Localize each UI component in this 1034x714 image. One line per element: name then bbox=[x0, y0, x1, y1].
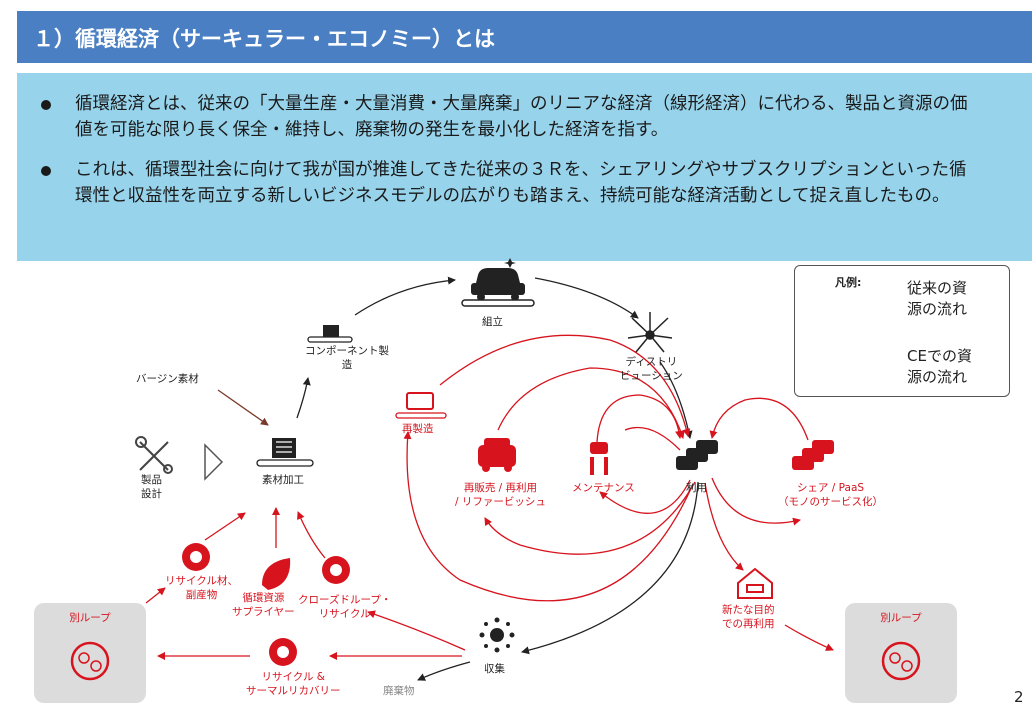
other-loop-label: 別ループ bbox=[880, 612, 922, 624]
label-distribution: ディストリ ビューション bbox=[620, 356, 683, 382]
label-remanufacture: 再製造 bbox=[402, 423, 434, 435]
label-circular-supplier: 循環資源 サプライヤー bbox=[232, 592, 295, 618]
arrow-virgin-to-material bbox=[217, 389, 269, 426]
legend-conventional: 従来の資 源の流れ bbox=[907, 279, 968, 318]
arrow-use-to-share bbox=[711, 477, 801, 526]
cars-share-icon bbox=[792, 440, 834, 470]
label-use: 利用 bbox=[686, 482, 707, 494]
ce-flow-arrows bbox=[145, 334, 834, 660]
bullet-dot-icon bbox=[41, 100, 51, 110]
distribution-icon bbox=[627, 312, 673, 353]
gears-icon bbox=[881, 641, 921, 681]
arrow-component-to-assembly bbox=[354, 276, 456, 316]
label-maintenance: メンテナンス bbox=[572, 482, 635, 494]
other-loop-box-left: 別ループ bbox=[34, 603, 146, 703]
label-assembly: 組立 bbox=[482, 316, 503, 328]
car-assembly-icon bbox=[461, 258, 535, 307]
page-number: 2 bbox=[1014, 688, 1024, 706]
collection-icon bbox=[479, 617, 515, 653]
arrow-closedloop-to-material bbox=[297, 511, 326, 559]
play-arrow-icon bbox=[204, 443, 224, 481]
gears-icon bbox=[70, 641, 110, 681]
legend-title: 凡例: bbox=[835, 276, 862, 289]
arrow-maintenance-to-use bbox=[596, 394, 684, 443]
label-new-purpose: 新たな目的 での再利用 bbox=[722, 604, 775, 630]
label-design: 製品 設計 bbox=[141, 474, 162, 500]
label-virgin: バージン素材 bbox=[136, 373, 199, 385]
arrow-loop-maintenance bbox=[624, 426, 681, 451]
arrow-assembly-to-distribution bbox=[534, 277, 639, 319]
label-closed-loop: クローズドループ・ リサイクル bbox=[298, 594, 392, 620]
page-title: １）循環経済（サーキュラー・エコノミー）とは bbox=[33, 27, 495, 51]
arrow-use-to-collection bbox=[521, 481, 699, 655]
arrow-material-to-component bbox=[296, 377, 311, 419]
label-recycle-thermal: リサイクル & サーマルリカバリー bbox=[246, 671, 341, 697]
cars-use-icon bbox=[676, 440, 718, 470]
engine-icon bbox=[395, 392, 447, 419]
label-recycled-material: リサイクル材、 副産物 bbox=[165, 575, 238, 601]
label-material: 素材加工 bbox=[262, 474, 304, 486]
label-collection: 収集 bbox=[484, 663, 505, 675]
summary-panel: 循環経済とは、従来の「大量生産・大量消費・大量廃棄」のリニアな経済（線形経済）に… bbox=[17, 73, 1032, 261]
arrow-share-to-use bbox=[709, 397, 809, 441]
label-component: コンポーネント製 造 bbox=[305, 345, 389, 371]
arrow-collection-to-waste bbox=[417, 661, 471, 681]
legend-ce: CEでの資 源の流れ bbox=[907, 347, 972, 386]
other-loop-label: 別ループ bbox=[69, 612, 111, 624]
arrow-use-to-maintenance bbox=[599, 479, 691, 514]
legend-box: 凡例: 従来の資 源の流れ CEでの資 源の流れ bbox=[794, 265, 1010, 397]
title-bar: １）循環経済（サーキュラー・エコノミー）とは bbox=[17, 11, 1032, 63]
leaf-icon bbox=[262, 558, 291, 590]
arrow-use-to-new-purpose bbox=[704, 482, 744, 571]
bullet-dot-icon bbox=[41, 166, 51, 176]
arrow-collection-to-closed-loop bbox=[367, 610, 466, 651]
arrow-use-to-remanufacture bbox=[403, 431, 694, 602]
label-share: シェア / PaaS （モノのサービス化） bbox=[778, 482, 883, 508]
bullet-text: これは、循環型社会に向けて我が国が推進してきた従来の３Ｒを、シェアリングやサブス… bbox=[75, 160, 967, 206]
arrow-recycled-to-material bbox=[204, 512, 246, 541]
arrow-loop-to-recycled bbox=[145, 587, 166, 604]
other-loop-box-right: 別ループ bbox=[845, 603, 957, 703]
arrow-new-purpose-to-loop bbox=[784, 624, 834, 651]
component-icon bbox=[307, 325, 353, 343]
recycle-symbol-marks bbox=[190, 551, 342, 658]
material-processing-icon bbox=[256, 438, 314, 467]
arrow-resale-to-use bbox=[497, 367, 685, 439]
maintenance-icon bbox=[590, 442, 608, 475]
car-resale-icon bbox=[478, 438, 516, 472]
bullet-text: 循環経済とは、従来の「大量生産・大量消費・大量廃棄」のリニアな経済（線形経済）に… bbox=[75, 94, 968, 140]
house-icon bbox=[737, 567, 773, 599]
tools-icon bbox=[135, 436, 173, 474]
label-resale: 再販売 / 再利用 / リファービッシュ bbox=[455, 482, 546, 508]
arrow-use-to-resale bbox=[484, 481, 696, 555]
label-waste: 廃棄物 bbox=[383, 685, 415, 697]
arrow-remanufacture-to-use bbox=[439, 334, 691, 437]
